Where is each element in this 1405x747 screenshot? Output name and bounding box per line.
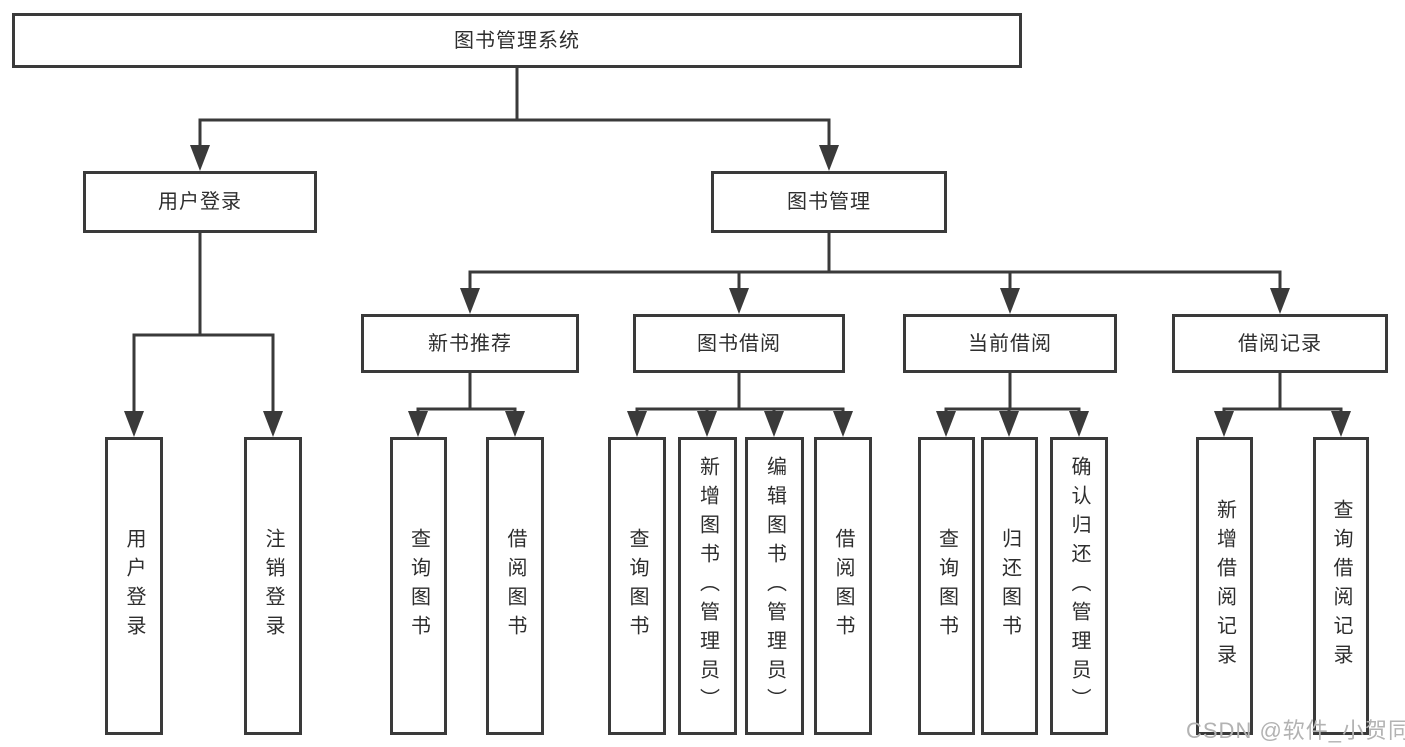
node-current-borrowing: 当前借阅 — [903, 314, 1117, 373]
leaf-add-borrow-record: 新增借阅记录 — [1196, 437, 1253, 735]
node-book-management: 图书管理 — [711, 171, 947, 233]
leaf-query-borrow-record: 查询借阅记录 — [1313, 437, 1369, 735]
leaf-query-books-current: 查询图书 — [918, 437, 975, 735]
node-root: 图书管理系统 — [12, 13, 1022, 68]
leaf-borrow-books-recommend: 借阅图书 — [486, 437, 544, 735]
leaf-return-books: 归还图书 — [981, 437, 1038, 735]
leaf-logout-login: 注销登录 — [244, 437, 302, 735]
watermark-text: CSDN @软件_小贺同学 — [1186, 718, 1405, 743]
node-new-book-recommendation: 新书推荐 — [361, 314, 579, 373]
leaf-query-books-recommend: 查询图书 — [390, 437, 447, 735]
leaf-user-login: 用户登录 — [105, 437, 163, 735]
leaf-add-books-admin: 新增图书（管理员） — [678, 437, 737, 735]
leaf-edit-books-admin: 编辑图书（管理员） — [745, 437, 804, 735]
leaf-borrow-books-borrowing: 借阅图书 — [814, 437, 872, 735]
node-book-borrowing: 图书借阅 — [633, 314, 845, 373]
leaf-query-books-borrowing: 查询图书 — [608, 437, 666, 735]
node-borrowing-records: 借阅记录 — [1172, 314, 1388, 373]
leaf-confirm-return-admin: 确认归还（管理员） — [1050, 437, 1108, 735]
node-user-login: 用户登录 — [83, 171, 317, 233]
